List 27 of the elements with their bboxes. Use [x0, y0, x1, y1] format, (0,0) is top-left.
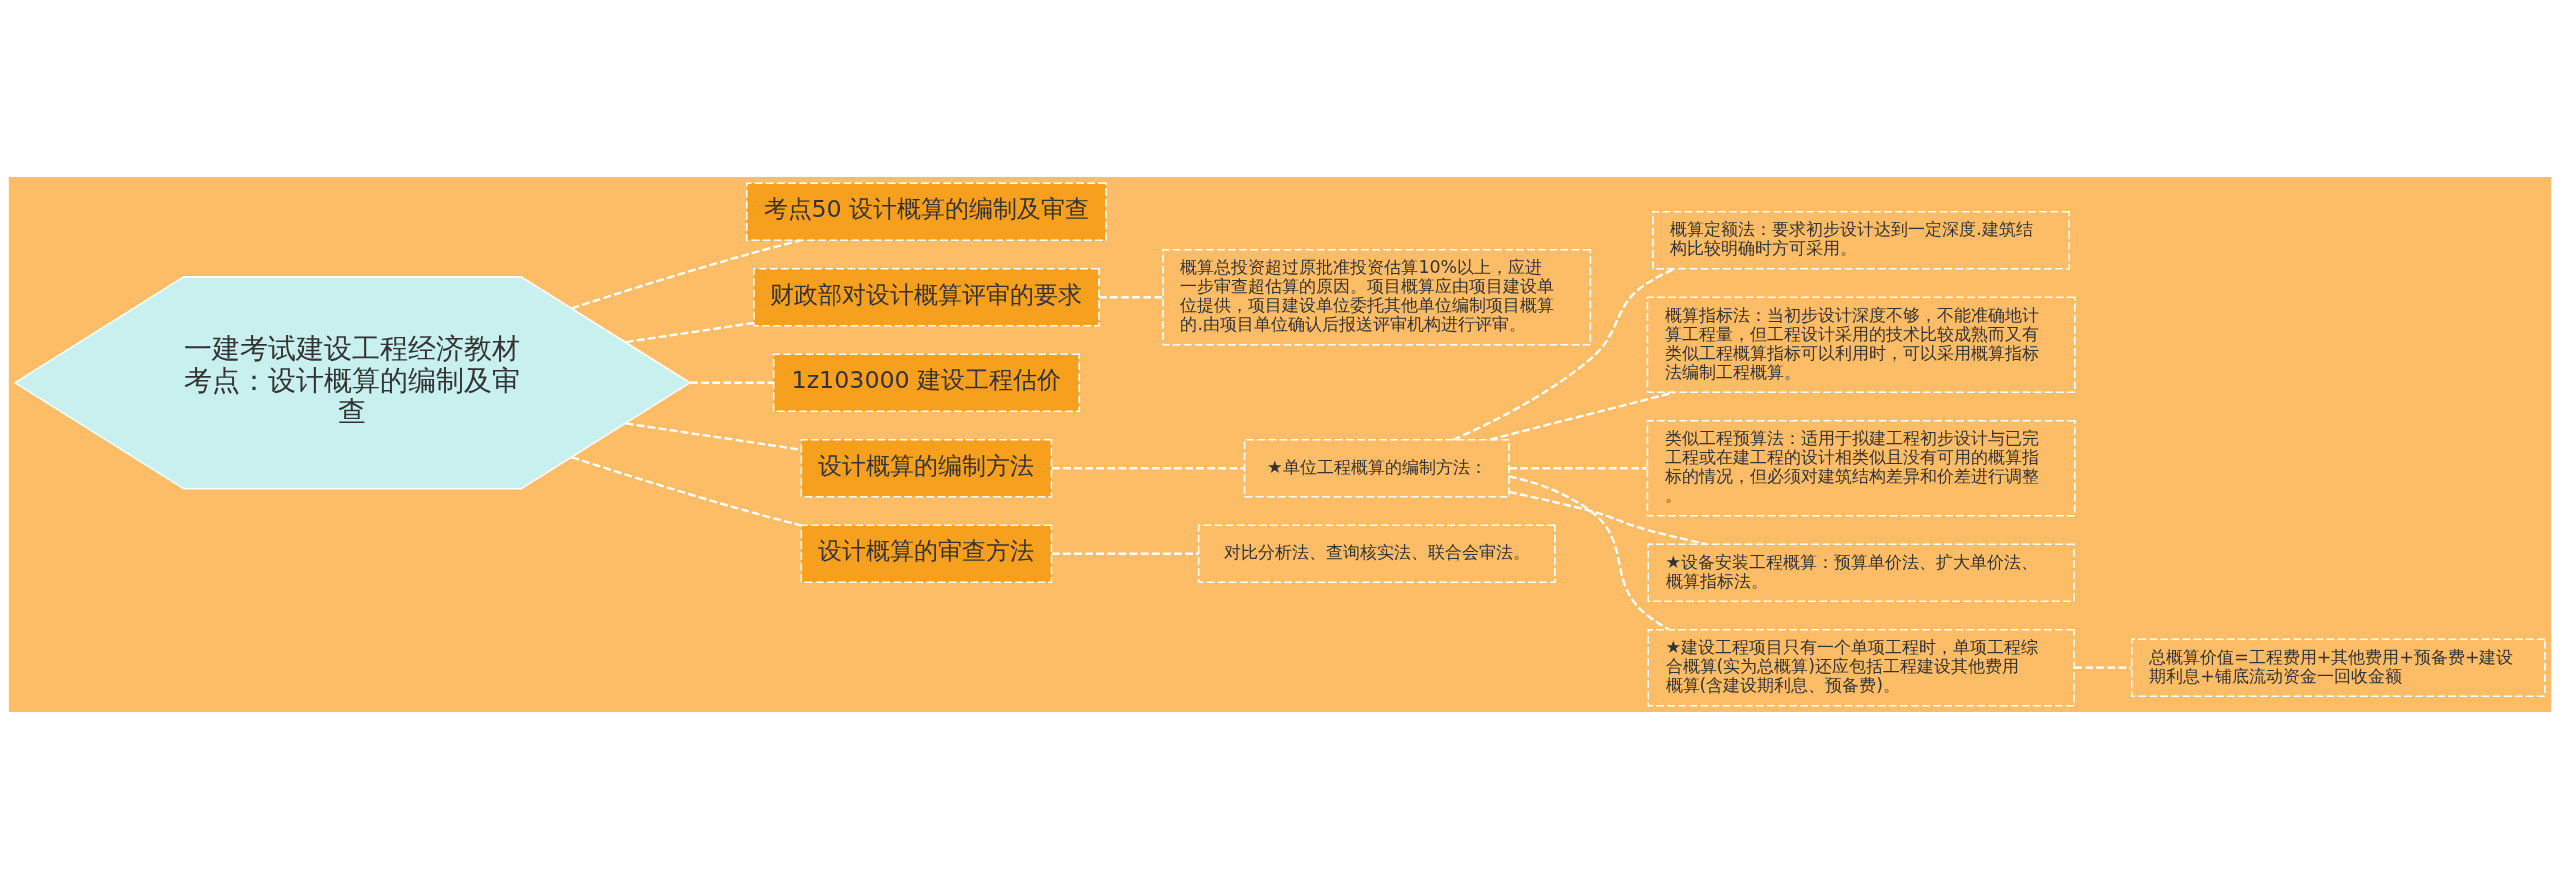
connector — [571, 238, 801, 309]
connector — [625, 321, 754, 343]
connector — [1051, 466, 1244, 469]
connector — [1508, 474, 1670, 631]
node-box: 财政部对设计概算评审的要求 — [753, 267, 1100, 327]
node-box: ★建设工程项目只有一个单项工程时，单项工程综合概算(实为总概算)还应包括工程建设其他费用概算(含建设期利息、预备费)。 — [1647, 628, 2075, 706]
node-box: 总概算价值=工程费用+其他费用+预备费+建设期利息+铺底流动资金一回收金额 — [2130, 637, 2546, 697]
node-box: 概算总投资超过原批准投资估算10%以上，应进一步审查超估算的原因。项目概算应由项目建设单位提供，项目建设单位委托其他单位编制项目概算的.由项目单位确认后报送评审机构进行评审。 — [1162, 248, 1592, 346]
node-box: 1z103000 建设工程估价 — [772, 353, 1080, 412]
connector — [1051, 552, 1199, 555]
node-box: ★设备安装工程概算：预算单价法、扩大单价法、概算指标法。 — [1647, 542, 2075, 602]
node-box: 对比分析法、查询核实法、联合会审法。 — [1197, 523, 1556, 583]
node-box: 设计概算的审查方法 — [800, 523, 1053, 583]
connector — [2074, 666, 2132, 669]
node-box: 概算指标法：当初步设计深度不够，不能准确地计算工程量，但工程设计采用的技术比较成熟而又有类似工程概算指标可以利用时，可以采用概算指标法编制工程概算。 — [1646, 296, 2076, 393]
connector — [1452, 267, 1675, 441]
connector — [1508, 490, 1707, 545]
connector — [1098, 295, 1163, 298]
connector — [571, 455, 802, 526]
connector — [1489, 390, 1675, 441]
node-box: 设计概算的编制方法 — [800, 438, 1053, 498]
node-box: ★单位工程概算的编制方法： — [1243, 438, 1510, 498]
node-box: 概算定额法：要求初步设计达到一定深度.建筑结构比较明确时方可采用。 — [1652, 210, 2070, 270]
connector — [1509, 466, 1648, 469]
connector — [689, 381, 774, 384]
node-box: 类似工程预算法：适用于拟建工程初步设计与已完工程或在建工程的设计相类似且没有可用的概算指标的情况，但必须对建筑结构差异和价差进行调整。 — [1646, 419, 2076, 516]
node-box: 考点50 设计概算的编制及审查 — [745, 182, 1107, 241]
